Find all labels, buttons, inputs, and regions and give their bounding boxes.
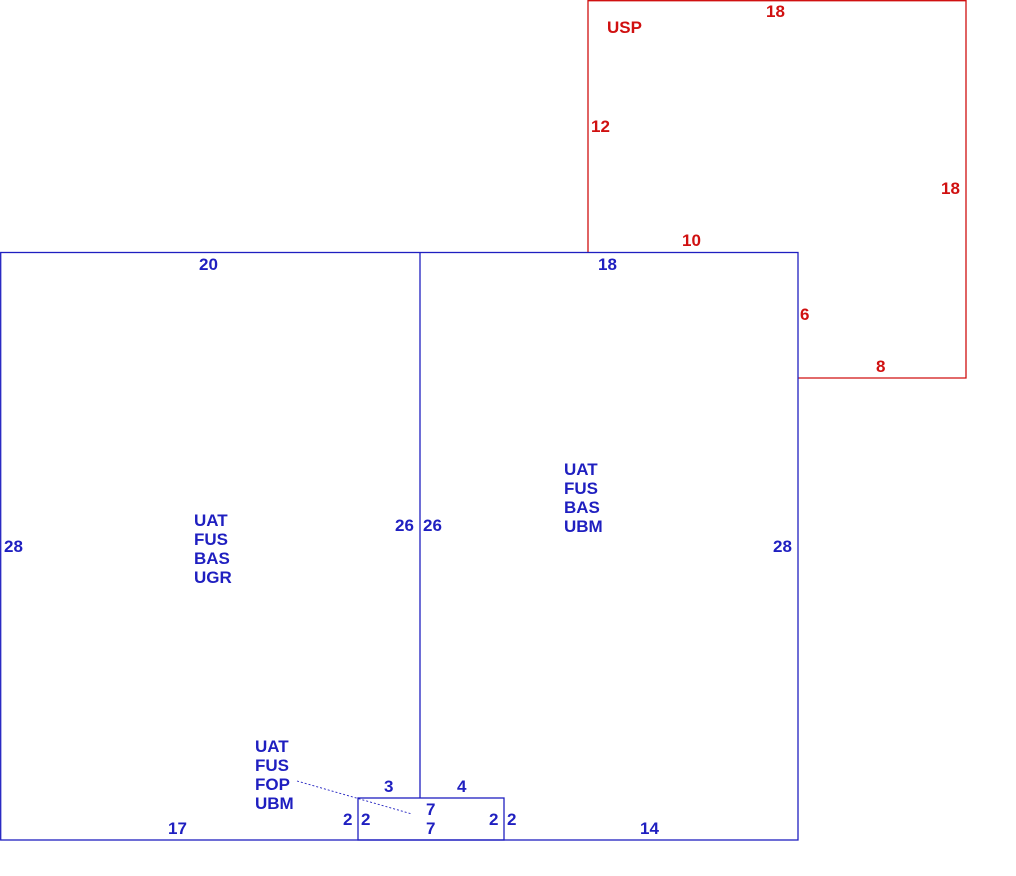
- main-structure: [0, 251, 799, 841]
- left-dim-bottom: 17: [168, 819, 187, 838]
- left-code-2: FUS: [194, 530, 228, 549]
- upper-area-code: USP: [607, 18, 642, 37]
- right-dim-top: 18: [598, 255, 617, 274]
- upper-dim-right-notch: 6: [800, 305, 809, 324]
- upper-dim-inner-bottom: 10: [682, 231, 701, 250]
- small-code-2: FUS: [255, 756, 289, 775]
- right-dim-right: 28: [773, 537, 792, 556]
- left-dim-right: 26: [395, 516, 414, 535]
- upper-dim-top: 18: [766, 2, 785, 21]
- left-area: 20 28 26 17 UAT FUS BAS UGR: [4, 255, 414, 838]
- small-area-outline: [357, 797, 505, 841]
- main-outline: [0, 251, 799, 841]
- small-dim-bottom: 7: [426, 819, 435, 838]
- right-code-4: UBM: [564, 517, 603, 536]
- upper-area: USP 18 12 18 10 6 8: [587, 0, 967, 379]
- right-code-3: BAS: [564, 498, 600, 517]
- small-code-4: UBM: [255, 794, 294, 813]
- small-code-1: UAT: [255, 737, 289, 756]
- upper-dim-right: 18: [941, 179, 960, 198]
- upper-area-outline: [587, 0, 967, 379]
- right-dim-bottom: 14: [640, 819, 659, 838]
- small-dim-top-inner: 7: [426, 800, 435, 819]
- small-dim-top-left: 3: [384, 777, 393, 796]
- left-code-3: BAS: [194, 549, 230, 568]
- left-code-1: UAT: [194, 511, 228, 530]
- right-area: 18 26 28 14 UAT FUS BAS UBM: [423, 255, 792, 838]
- small-dim-top-right: 4: [457, 777, 467, 796]
- right-code-2: FUS: [564, 479, 598, 498]
- small-area: UAT FUS FOP UBM 3 4 7 7 2 2 2 2: [255, 737, 516, 838]
- right-code-1: UAT: [564, 460, 598, 479]
- small-dim-right-outer: 2: [507, 810, 516, 829]
- small-dim-right-inner: 2: [489, 810, 498, 829]
- right-dim-left: 26: [423, 516, 442, 535]
- upper-dim-bottom: 8: [876, 357, 885, 376]
- small-dim-left-inner: 2: [361, 810, 370, 829]
- small-code-3: FOP: [255, 775, 290, 794]
- upper-dim-left: 12: [591, 117, 610, 136]
- left-dim-top: 20: [199, 255, 218, 274]
- left-code-4: UGR: [194, 568, 232, 587]
- small-dim-left-outer: 2: [343, 810, 352, 829]
- left-dim-left: 28: [4, 537, 23, 556]
